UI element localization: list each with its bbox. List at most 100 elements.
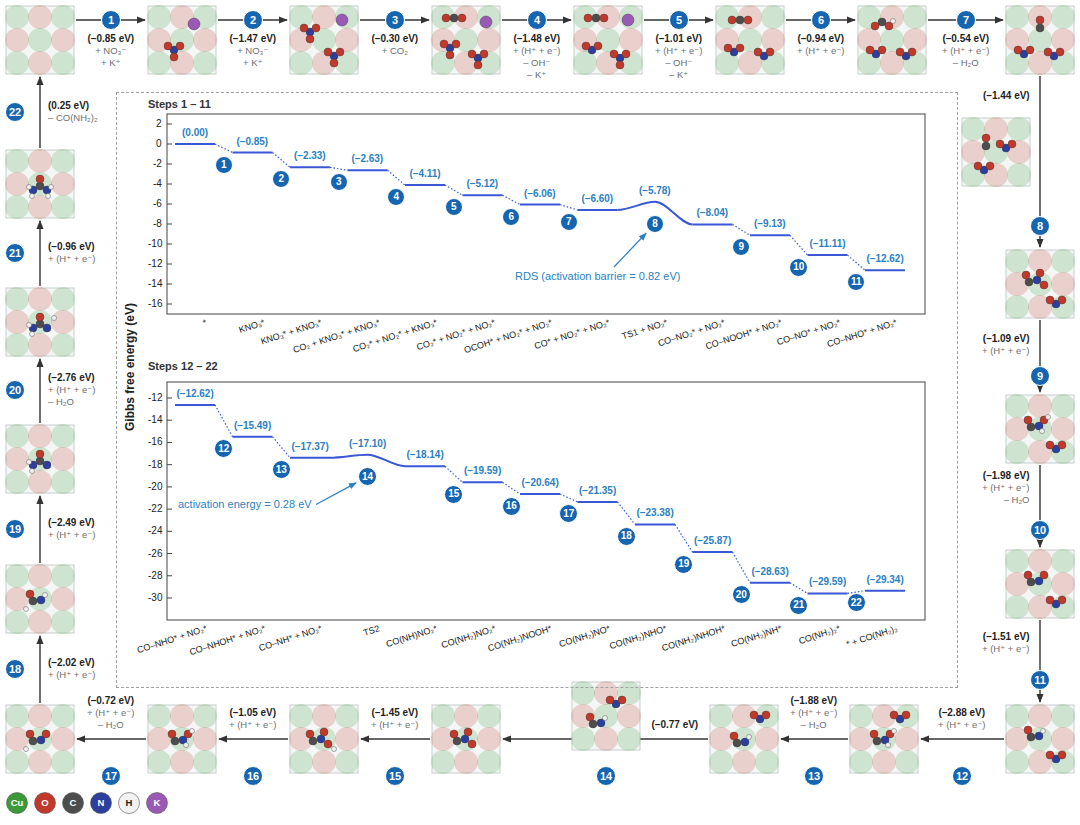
surface-atom <box>147 704 171 728</box>
step-annotation: (–1.01 eV)+ (H⁺ + e⁻)– OH⁻– K⁺ <box>655 33 703 81</box>
surface-atom <box>755 750 779 774</box>
reaction-energy: (–1.98 eV) <box>982 470 1030 482</box>
adsorbate-atom <box>461 735 469 743</box>
surface-atom <box>28 287 52 311</box>
reaction-arrow <box>77 738 146 739</box>
surface-atom <box>1005 595 1029 619</box>
step-annotation: (–1.88 eV)+ (H⁺ + e⁻)– H₂O <box>790 695 838 731</box>
level-connector <box>733 224 751 235</box>
legend-swatch-shape <box>35 793 56 814</box>
axis-tick <box>167 442 172 443</box>
species-change: + (H⁺ + e⁻) <box>982 482 1030 494</box>
level-connector <box>618 502 636 525</box>
step-number: 1 <box>215 156 233 174</box>
step-annotation: (–2.02 eV)+ (H⁺ + e⁻) <box>48 657 96 681</box>
step-circle-shape <box>790 258 808 276</box>
surface-atom <box>1005 249 1029 273</box>
surface-atom <box>755 704 779 728</box>
energy-value: (–28.63) <box>752 566 789 578</box>
adsorbate-atom <box>594 42 602 50</box>
species-change: + CO₂ <box>372 45 419 57</box>
step-circle-shape <box>1031 217 1050 236</box>
axis-tick-label: -18 <box>148 459 162 471</box>
adsorbate-atom <box>43 461 51 469</box>
surface-atom <box>1005 5 1029 29</box>
surface-atom <box>51 750 75 774</box>
adsorbate-atom <box>1024 416 1032 424</box>
surface-atom <box>849 704 873 728</box>
step-number-text: 22 <box>851 598 862 608</box>
legend-item: K <box>146 792 168 814</box>
surface-atom <box>1007 140 1031 164</box>
surface-atom <box>51 149 75 173</box>
adsorbate-atom <box>30 194 35 199</box>
adsorbate-atom <box>1027 578 1035 586</box>
energy-level <box>463 481 503 483</box>
step-annotation: (–2.49 eV)+ (H⁺ + e⁻) <box>48 517 96 541</box>
axis-tick <box>167 509 172 510</box>
level-connector <box>848 591 866 594</box>
step-number: 10 <box>1030 520 1050 540</box>
surface-atom <box>28 5 52 29</box>
adsorbate-atom <box>974 162 982 170</box>
axis-tick-label: -10 <box>148 238 162 250</box>
adsorbate-atom <box>309 737 317 745</box>
energy-plot <box>167 114 925 314</box>
legend-text: Cu <box>11 798 24 808</box>
species-change: + (H⁺ + e⁻) <box>48 253 96 265</box>
state-label: TS2 <box>362 623 381 639</box>
surface-snapshot <box>431 5 501 75</box>
adsorbate-atom <box>1046 415 1051 420</box>
adsorbate-atom <box>312 24 320 32</box>
surface-atom <box>28 610 52 634</box>
level-connector <box>215 405 233 437</box>
adsorbate-atom <box>733 739 741 747</box>
surface-atom <box>193 750 217 774</box>
surface-snapshot <box>1005 704 1075 774</box>
step-circle-shape <box>670 11 689 30</box>
adsorbate-atom <box>168 730 176 738</box>
adsorbate-atom <box>464 728 472 736</box>
adsorbate-atom <box>446 51 454 59</box>
step-annotation: (–0.94 eV)+ (H⁺ + e⁻) <box>797 33 845 57</box>
legend-text: C <box>70 798 77 808</box>
energy-level <box>463 194 503 196</box>
species-change: + (H⁺ + e⁻) <box>982 643 1030 655</box>
step-circle-shape <box>244 11 263 30</box>
surface-snapshot <box>849 704 919 774</box>
species-change: – H₂O <box>790 719 838 731</box>
adsorbate-atom <box>1046 596 1054 604</box>
adsorbate-atom <box>24 607 29 612</box>
level-connector <box>273 437 291 458</box>
step-circle-shape <box>560 505 578 523</box>
step-number: 6 <box>811 10 831 30</box>
step-circle-shape <box>647 215 664 232</box>
step-number-text: 3 <box>392 15 398 26</box>
level-connector <box>388 170 406 185</box>
surface-atom <box>5 587 29 611</box>
step-circle-shape <box>386 767 405 786</box>
adsorbate-atom <box>1058 296 1066 304</box>
surface-atom <box>193 704 217 728</box>
reaction-arrow <box>39 359 40 423</box>
snapshot-frame <box>858 6 926 74</box>
adsorbate-atom <box>592 14 600 22</box>
adsorbate-atom <box>896 48 904 56</box>
step-number: 9 <box>1030 366 1050 386</box>
adsorbate-atom <box>586 713 594 721</box>
axis-tick <box>167 575 172 576</box>
surface-atom <box>28 51 52 75</box>
surface-atom <box>1028 549 1052 573</box>
energy-level <box>348 169 388 171</box>
state-label: KNO₃* <box>237 317 266 336</box>
axis-tick-label: -2 <box>153 158 162 170</box>
surface-atom <box>28 424 52 448</box>
adsorbate-atom <box>754 48 762 56</box>
adsorbate-atom <box>1025 278 1033 286</box>
adsorbate-atom <box>43 324 51 332</box>
step-number: 17 <box>559 504 578 523</box>
surface-atom <box>28 564 52 588</box>
step-annotation: (–1.51 eV)+ (H⁺ + e⁻) <box>982 631 1030 655</box>
step-number-text: 9 <box>1037 371 1043 382</box>
